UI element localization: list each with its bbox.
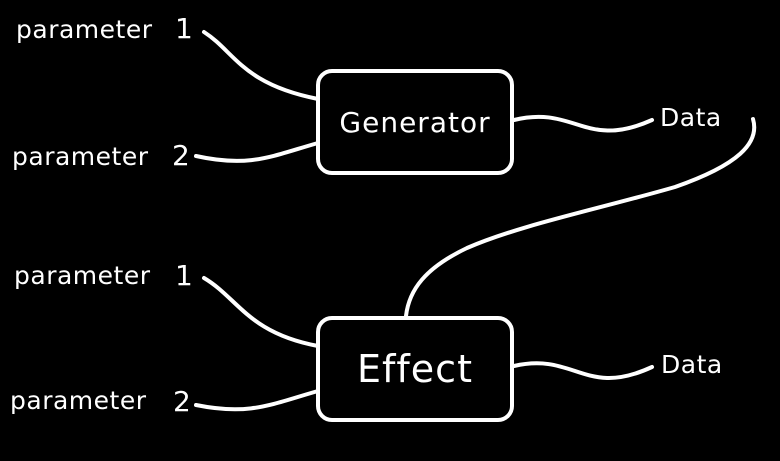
wire-generator-output — [512, 114, 654, 133]
generator-param2-label: parameter — [12, 142, 149, 171]
generator-node[interactable]: Generator — [316, 69, 514, 175]
wire-generator-param2 — [194, 141, 320, 163]
generator-title: Generator — [339, 105, 491, 139]
effect-param1-label: parameter — [14, 261, 151, 290]
wire-effect-param1 — [202, 276, 320, 348]
effect-title: Effect — [357, 347, 473, 391]
generator-param1-label: parameter — [16, 15, 153, 44]
effect-param1-number: 1 — [175, 259, 193, 292]
effect-param2-label: parameter — [10, 386, 147, 415]
generator-output-label: Data — [660, 103, 722, 132]
generator-param1-number: 1 — [175, 12, 193, 45]
wire-generator-param1 — [202, 30, 320, 101]
effect-output-label: Data — [661, 350, 723, 379]
wire-data-to-effect — [404, 117, 757, 318]
wire-effect-output — [512, 361, 654, 380]
wire-effect-param2 — [194, 389, 320, 412]
effect-node[interactable]: Effect — [316, 316, 514, 422]
effect-param2-number: 2 — [173, 385, 191, 418]
generator-param2-number: 2 — [172, 139, 190, 172]
